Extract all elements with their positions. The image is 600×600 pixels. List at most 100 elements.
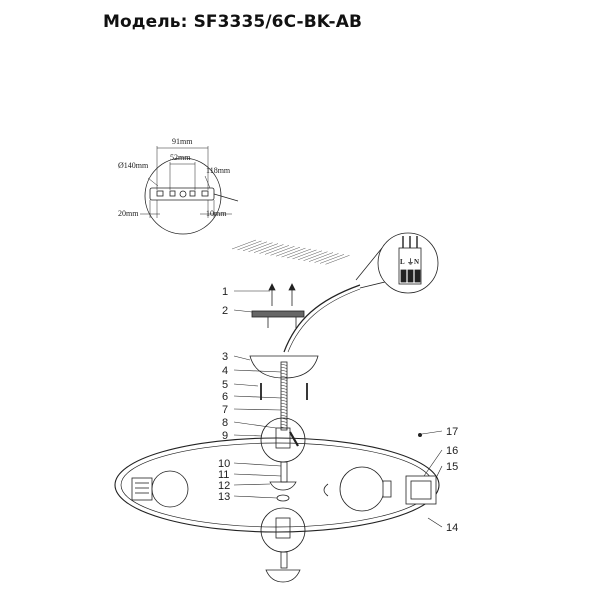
left-lamp-bulb xyxy=(151,470,189,508)
dim-label-140: Ø140mm xyxy=(118,161,149,170)
screw-arrow-left-head xyxy=(268,283,276,291)
leader-14 xyxy=(427,517,443,528)
lower-rod xyxy=(280,551,288,569)
rod-thread-line xyxy=(280,378,288,381)
callout-5: 5 xyxy=(222,379,228,391)
right-hook-clip xyxy=(323,483,329,497)
mount-slot-mid-right xyxy=(189,190,196,197)
terminal-n xyxy=(414,269,421,283)
leader-16 xyxy=(423,449,443,477)
left-lamp-socket xyxy=(131,477,153,501)
terminal-l xyxy=(400,269,407,283)
mount-slot-right xyxy=(201,190,209,197)
mount-slot-mid-left xyxy=(169,190,176,197)
rod-thread-line xyxy=(280,372,288,375)
rod-thread-line xyxy=(280,375,288,378)
rod-thread-line xyxy=(280,423,288,426)
rod-thread-line xyxy=(280,393,288,396)
mounting-bar xyxy=(251,310,305,318)
leader-4 xyxy=(233,369,282,373)
callout-2: 2 xyxy=(222,305,228,317)
callout-4: 4 xyxy=(222,365,228,377)
rod-thread-line xyxy=(280,402,288,405)
mount-plate-detail xyxy=(140,146,239,235)
mount-bar xyxy=(149,187,215,201)
rod-threads xyxy=(280,363,288,429)
leader-15 xyxy=(435,465,443,479)
callout-9: 9 xyxy=(222,430,228,442)
bottom-finial xyxy=(265,569,301,583)
rod-thread-line xyxy=(280,414,288,417)
suspension-rod xyxy=(280,361,288,431)
ceiling-hatch-line xyxy=(286,248,312,259)
leader-6 xyxy=(233,395,282,399)
leader-3 xyxy=(233,355,251,361)
power-cord xyxy=(283,284,361,353)
callout-8: 8 xyxy=(222,417,228,429)
cup-mid-upper xyxy=(269,481,297,491)
rod-thread-line xyxy=(280,390,288,393)
rod-thread-line xyxy=(280,411,288,414)
leader-12 xyxy=(233,483,271,486)
callout-10: 10 xyxy=(218,458,230,470)
dim-label-20: 20mm xyxy=(118,209,139,218)
callout-17: 17 xyxy=(446,426,458,438)
upper-assembly xyxy=(249,283,361,431)
ceiling-hatch-line xyxy=(303,251,328,261)
rod-thread-line xyxy=(280,384,288,387)
ceiling-hatch-line xyxy=(292,249,317,260)
rod-thread-line xyxy=(280,399,288,402)
ceiling-hatch-line xyxy=(319,254,345,264)
callout-14: 14 xyxy=(446,522,458,534)
leader-17 xyxy=(421,430,443,435)
left-lamp xyxy=(131,470,189,508)
leader-10 xyxy=(233,462,282,467)
rod-thread-line xyxy=(280,408,288,411)
ceiling-hatch-line xyxy=(275,246,301,257)
dim-leader-118 xyxy=(204,175,211,189)
lower-globe xyxy=(260,507,306,553)
rod-thread-line xyxy=(280,366,288,369)
callout-3: 3 xyxy=(222,351,228,363)
ceiling-hatch-line xyxy=(231,239,257,250)
rod-thread-line xyxy=(280,369,288,372)
screw-arrow-right-head xyxy=(288,283,296,291)
rod-thread-line xyxy=(280,363,288,366)
rod-thread-line xyxy=(280,387,288,390)
right-lamp-neck xyxy=(382,480,392,498)
leader-13 xyxy=(233,495,278,499)
ceiling-hatch-line xyxy=(325,255,350,265)
ceiling-hatch-line xyxy=(270,246,295,256)
ceiling-hatch-line xyxy=(259,244,284,254)
callout-6: 6 xyxy=(222,391,228,403)
callout-7: 7 xyxy=(222,404,228,416)
wiring-detail xyxy=(355,232,439,294)
power-cord-inner xyxy=(287,288,361,353)
ceiling-hatch-line xyxy=(314,253,339,263)
ceiling-hatch-line xyxy=(253,243,279,253)
hub-rod-lower xyxy=(280,461,288,483)
leader-9 xyxy=(233,434,263,437)
wiring-bubble xyxy=(377,232,439,294)
ceiling-hatch-line xyxy=(308,252,334,262)
mount-center-hole xyxy=(179,190,187,198)
ceiling-hatch-line xyxy=(264,245,290,255)
ceiling-hatch xyxy=(231,239,350,265)
ceiling-hatch-line xyxy=(242,241,268,252)
leader-7 xyxy=(233,408,282,411)
rod-thread-line xyxy=(280,405,288,408)
ceiling-hatch-line xyxy=(297,250,323,261)
wiring-leader-top xyxy=(355,247,383,281)
ceiling-hatch-line xyxy=(237,240,262,251)
mount-wire xyxy=(213,193,239,202)
dim-leader-140 xyxy=(147,177,159,187)
rod-thread-line xyxy=(280,420,288,423)
leader-5 xyxy=(233,383,259,387)
wire-label-l: L xyxy=(400,258,405,266)
callout-16: 16 xyxy=(446,445,458,457)
wiring-leader-bottom xyxy=(359,281,386,289)
dim-label-10: 10mm xyxy=(206,209,227,218)
callout-13: 13 xyxy=(218,491,230,503)
dim-label-91: 91mm xyxy=(172,137,193,146)
